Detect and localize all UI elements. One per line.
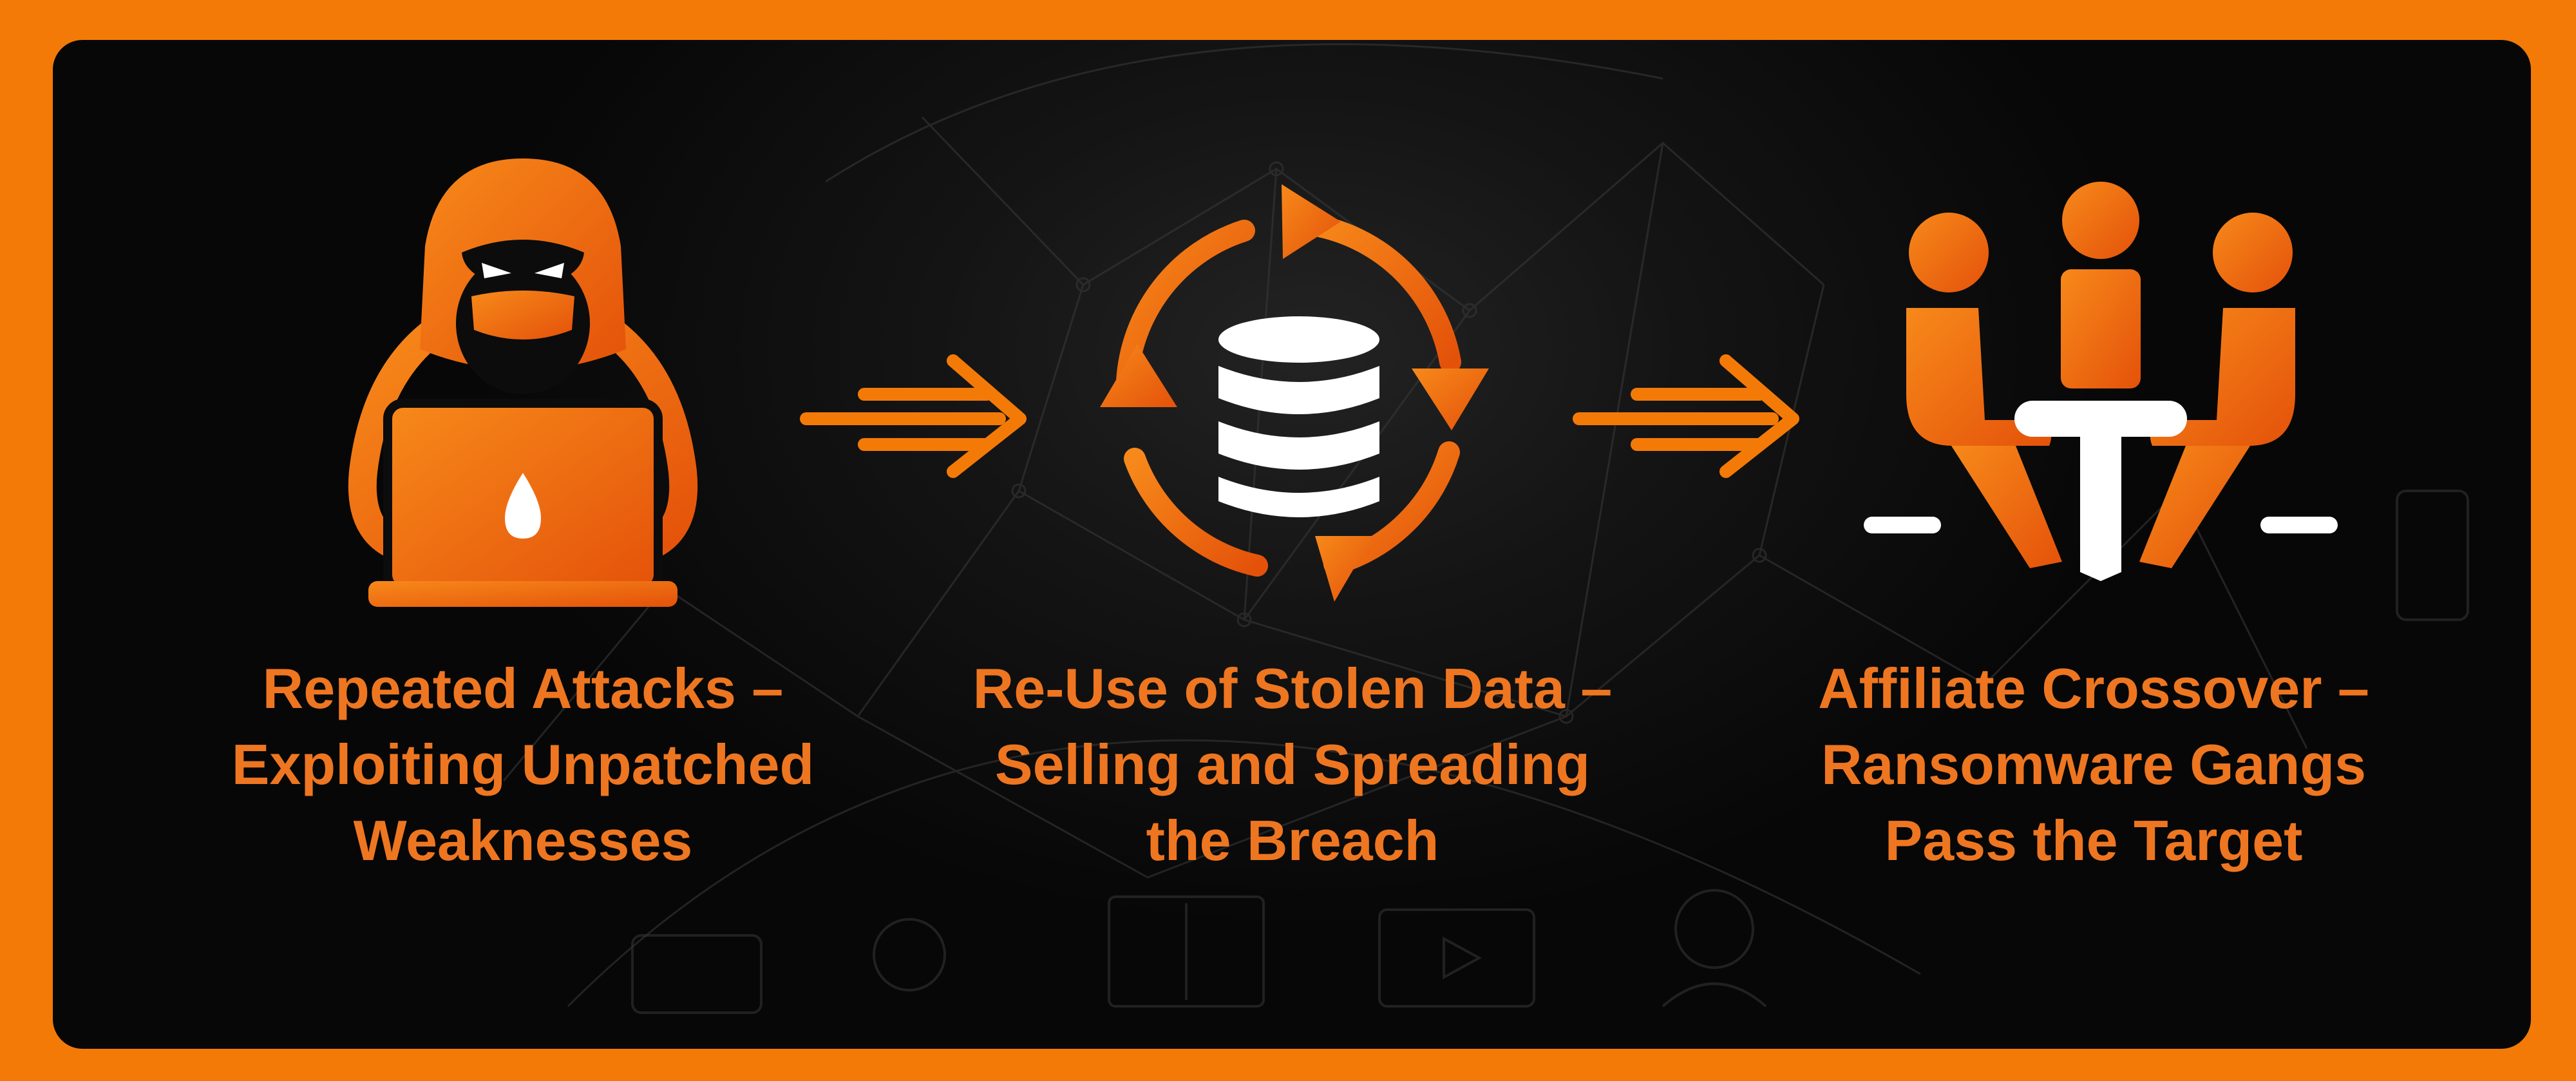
diagram-panel: Repeated Attacks – Exploiting Unpatched … <box>53 40 2531 1049</box>
hooded-hacker-laptop-icon <box>348 158 698 607</box>
step-2-caption-line-2: Selling and Spreading <box>994 732 1591 796</box>
step-3-caption-line-3: Pass the Target <box>1884 808 2303 872</box>
step-3-caption-line-1: Affiliate Crossover – <box>1818 656 2369 720</box>
step-2-caption-line-1: Re-Use of Stolen Data – <box>972 656 1613 720</box>
step-3-caption: Affiliate Crossover – Ransomware Gangs P… <box>1714 651 2474 879</box>
step-1-caption-line-1: Repeated Attacks – <box>262 656 784 720</box>
meeting-table-people-icon <box>1864 182 2338 581</box>
step-3-caption-line-2: Ransomware Gangs <box>1821 732 2367 796</box>
database-cycle-icon <box>1100 184 1489 602</box>
step-1-caption-line-3: Weaknesses <box>353 808 693 872</box>
step-1-caption: Repeated Attacks – Exploiting Unpatched … <box>143 651 903 879</box>
step-1-caption-line-2: Exploiting Unpatched <box>231 732 815 796</box>
fast-arrow-icon <box>800 354 1027 478</box>
step-2-caption: Re-Use of Stolen Data – Selling and Spre… <box>913 651 1672 879</box>
step-2-caption-line-3: the Breach <box>1146 808 1439 872</box>
fast-arrow-icon <box>1573 354 1799 478</box>
